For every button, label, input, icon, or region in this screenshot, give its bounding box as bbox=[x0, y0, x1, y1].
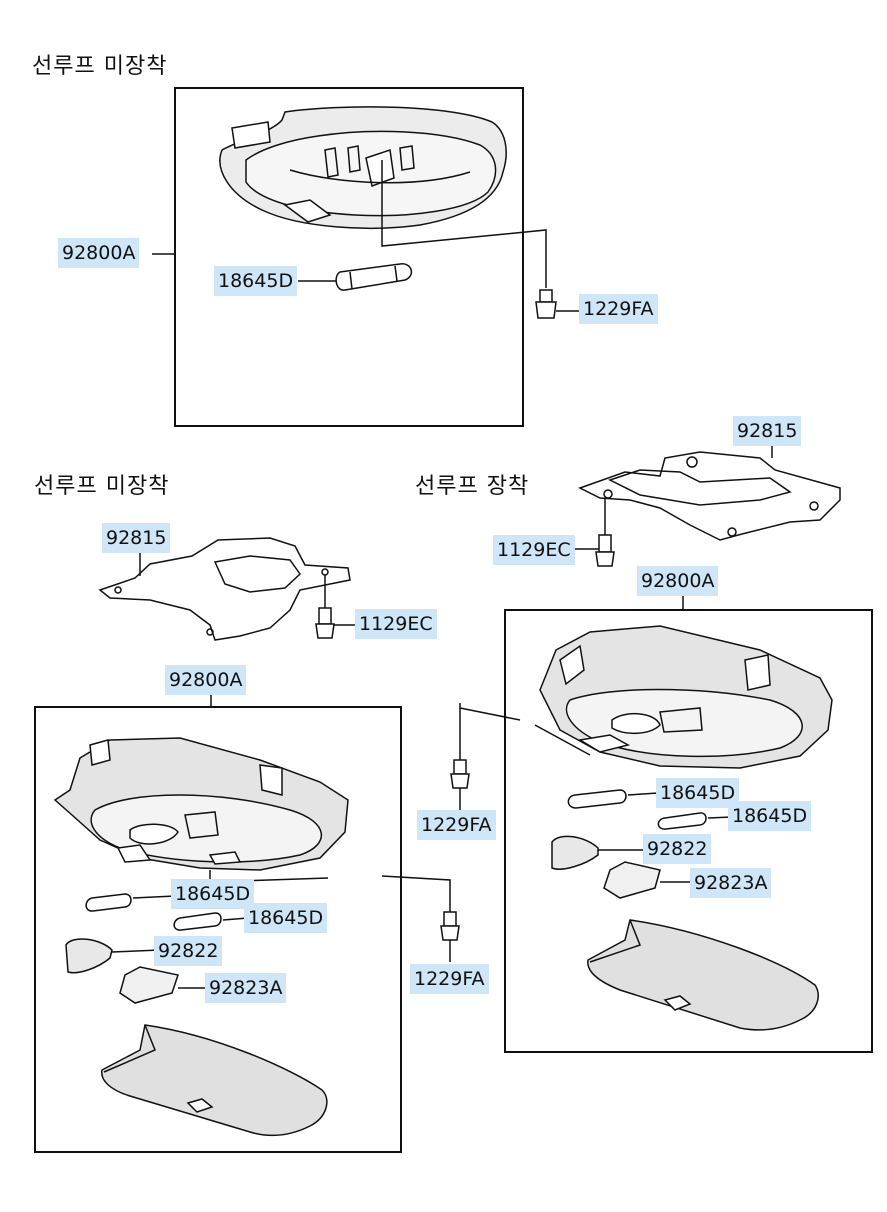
right-lens-92823a-shape bbox=[603, 861, 690, 899]
part-label-right-bracket[interactable]: 92815 bbox=[733, 416, 802, 446]
right-lamp-housing bbox=[539, 625, 833, 769]
part-label-top-screw[interactable]: 1229FA bbox=[579, 294, 658, 324]
part-label-center-upper-screw[interactable]: 1229FA bbox=[417, 810, 496, 840]
left-leader-screw-b bbox=[381, 875, 451, 912]
right-bulb-a-shape bbox=[567, 789, 659, 809]
top-leader-screw bbox=[381, 160, 547, 288]
left-frame bbox=[34, 706, 402, 1153]
part-label-left-lens-92822[interactable]: 92822 bbox=[154, 936, 223, 966]
left-lamp-housing bbox=[53, 737, 349, 871]
left-bulb-a-shape bbox=[85, 893, 176, 912]
right-bracket-shape bbox=[578, 451, 841, 541]
left-lens-92823a-shape bbox=[119, 966, 208, 1004]
part-label-left-bulb-b[interactable]: 18645D bbox=[244, 903, 328, 933]
part-label-right-lens-92823a[interactable]: 92823A bbox=[690, 868, 772, 898]
right-bulb-b-shape bbox=[657, 812, 733, 830]
right-leader-screw-b bbox=[534, 724, 591, 756]
part-label-right-bulb-a[interactable]: 18645D bbox=[656, 778, 740, 808]
left-lamp-cover-shape bbox=[101, 1024, 328, 1137]
top-lamp-housing bbox=[219, 106, 507, 229]
part-label-right-bulb-b[interactable]: 18645D bbox=[728, 801, 812, 831]
center-upper-screw-shape bbox=[450, 708, 470, 812]
right-lamp-cover-shape bbox=[587, 919, 819, 1031]
part-label-left-bulb-a[interactable]: 18645D bbox=[171, 879, 255, 909]
part-label-right-bracket-screw[interactable]: 1129EC bbox=[493, 535, 575, 565]
part-label-top-lamp-assembly[interactable]: 92800A bbox=[58, 238, 140, 268]
top-frame bbox=[174, 87, 524, 427]
right-frame bbox=[504, 609, 873, 1053]
right-leader-screw-a bbox=[459, 703, 521, 721]
top-bulb-shape bbox=[335, 263, 413, 291]
section-title-with-sunroof: 선루프 장착 bbox=[415, 474, 530, 499]
section-title-no-sunroof-top: 선루프 미장착 bbox=[32, 54, 168, 79]
left-bracket-shape bbox=[98, 537, 351, 641]
section-title-no-sunroof-mid: 선루프 미장착 bbox=[34, 474, 170, 499]
right-lens-92822-shape bbox=[551, 835, 645, 870]
part-label-right-lamp-assembly[interactable]: 92800A bbox=[637, 566, 719, 596]
center-lower-screw-shape bbox=[440, 911, 460, 962]
top-screw-shape bbox=[535, 289, 580, 319]
left-lens-92822-shape bbox=[65, 938, 161, 974]
part-label-left-bracket[interactable]: 92815 bbox=[102, 523, 171, 553]
part-label-left-lens-92823a[interactable]: 92823A bbox=[205, 973, 287, 1003]
part-label-center-lower-screw[interactable]: 1229FA bbox=[410, 964, 489, 994]
part-label-top-bulb[interactable]: 18645D bbox=[214, 266, 298, 296]
left-bulb-b-shape bbox=[173, 912, 249, 931]
part-label-right-lens-92822[interactable]: 92822 bbox=[643, 834, 712, 864]
part-label-left-bracket-screw[interactable]: 1129EC bbox=[355, 609, 437, 639]
part-label-left-lamp-assembly[interactable]: 92800A bbox=[165, 665, 247, 695]
left-bracket-screw-shape bbox=[315, 575, 358, 639]
